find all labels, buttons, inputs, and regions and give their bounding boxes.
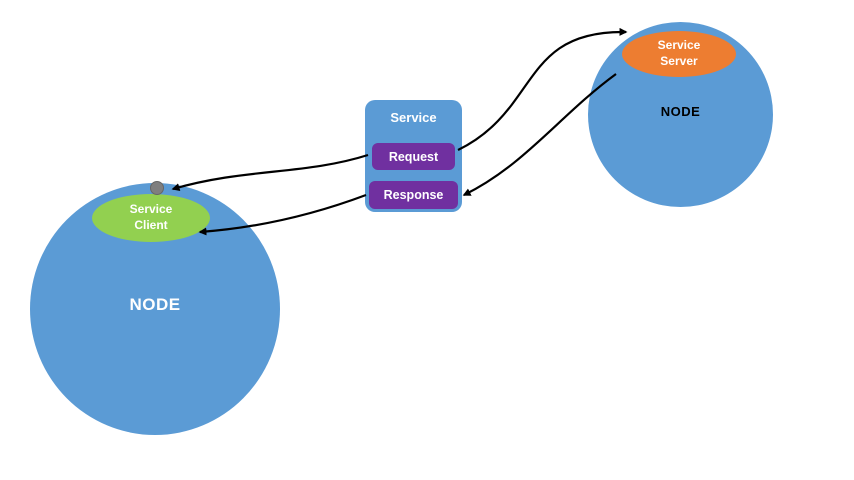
request-label: Request (388, 149, 439, 164)
right-node-label: NODE (660, 104, 701, 119)
arrow-request-to-client-dot (171, 153, 369, 192)
left-node-label: NODE (129, 295, 181, 314)
service-server-ellipse: Service Server (622, 31, 736, 77)
service-server-label: Service Server (657, 38, 701, 68)
service-client-label: Service Client (129, 202, 173, 232)
response-label: Response (383, 188, 444, 202)
connection-dot (150, 181, 164, 195)
request-box: Request (372, 143, 455, 170)
service-box-title: Service (390, 110, 437, 125)
service-box: Service Request Response (365, 100, 462, 212)
response-box: Response (369, 181, 458, 209)
service-client-ellipse: Service Client (92, 194, 210, 242)
